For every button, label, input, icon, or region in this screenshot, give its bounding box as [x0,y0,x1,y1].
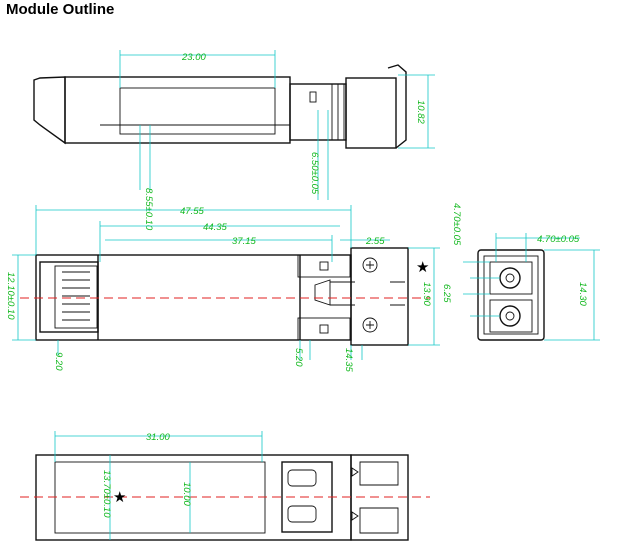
bottom-label-area [54,461,266,534]
dim-small: 2.55 [365,236,385,247]
dim-front-top-left: 4.70±0.05 [451,203,462,246]
top-view: 23.00 8.55±0.10 6.50±0.05 10.82 [33,50,435,231]
port-1 [499,267,521,289]
bottom-star-marker: ★ [113,488,126,506]
page-title: Module Outline [6,1,115,18]
dim-bottom-mid: 5.20 [293,348,304,367]
dim-bottom-left: 9.20 [53,352,64,371]
side-body [35,254,352,341]
dim-len-3: 37.15 [232,236,256,247]
port-2 [499,305,521,327]
dim-width-top: 23.00 [181,52,206,63]
bottom-body [35,454,352,541]
front-housing [477,249,545,341]
side-view: ★ 47.55 44.35 37.15 2.55 12.10±0.10 13.9… [5,205,440,372]
module-body [64,76,291,144]
bottom-connector [350,454,409,541]
dim-bottom-h1: 13.70±0.10 [101,470,112,518]
dim-pitch: 6.25 [441,284,452,303]
star-marker: ★ [416,258,429,276]
dim-ref-b: 6.50±0.05 [309,152,320,195]
front-view: 4.70±0.05 4.70±0.05 6.25 14.30 [441,203,600,341]
dim-ref-a: 8.55±0.10 [143,188,154,231]
dim-total-len: 47.55 [180,206,204,217]
dim-right-height: 13.90 [421,282,432,306]
dim-front-height: 14.30 [577,282,588,306]
dim-bottom-h2: 10.00 [181,482,192,506]
label-recess [119,87,276,135]
connector-housing [345,77,397,149]
dim-bottom-length: 31.00 [146,432,170,443]
bottom-view: ★ 31.00 13.70±0.10 10.00 [20,431,430,541]
pull-tab-end [33,76,66,145]
dim-front-top-right: 4.70±0.05 [537,234,580,245]
dim-bottom-right: 14.35 [343,348,354,372]
dim-len-2: 44.35 [203,222,227,233]
dim-height-top: 10.82 [415,100,426,124]
bail-latch [39,261,99,333]
side-connector [350,247,409,346]
dim-left-height: 12.10±0.10 [5,272,16,320]
